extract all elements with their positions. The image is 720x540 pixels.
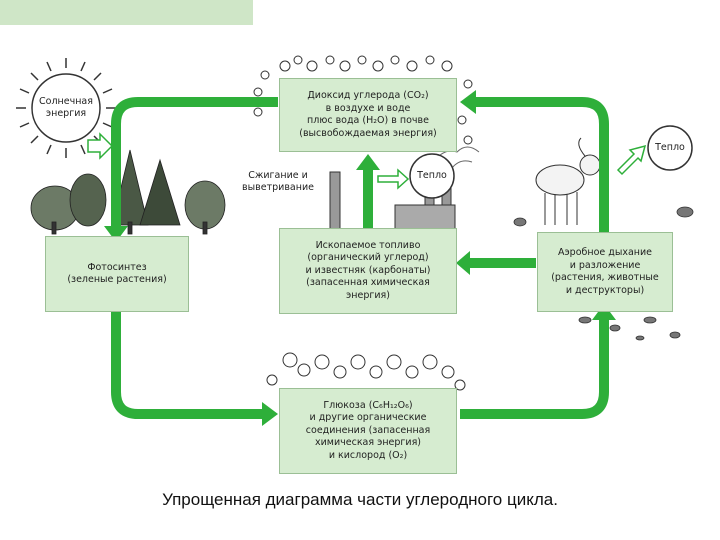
- photosynthesis-box: Фотосинтез (зеленые растения): [45, 236, 189, 312]
- glucose-line4: химическая энергия): [315, 437, 421, 449]
- respiration-line3: (растения, животные: [551, 272, 659, 283]
- co2-line4: (высвобождаемая энергия): [299, 127, 437, 139]
- cycle-arrows: [111, 97, 609, 419]
- glucose-line1: Глюкоза (C₆H₁₂O₆): [323, 399, 413, 411]
- sun-icon: [16, 58, 116, 158]
- diagram-caption: Упрощенная диаграмма части углеродного ц…: [162, 490, 558, 509]
- molecules-top-icon: [253, 55, 476, 145]
- glucose-box: Глюкоза (C₆H₁₂O₆) и другие органические …: [279, 388, 457, 474]
- header-bar: [0, 0, 253, 25]
- fossil-box: Ископаемое топливо (органический углерод…: [279, 228, 457, 314]
- co2-line3: плюс вода (H₂O) в почве: [307, 115, 429, 126]
- decomposers-icon: [513, 206, 694, 341]
- respiration-line4: и деструкторы): [565, 284, 645, 296]
- fossil-line5: энергия): [346, 289, 390, 301]
- trees-icon: [30, 149, 226, 235]
- molecules-bottom-icon: [266, 352, 466, 391]
- heat-right-arrow: [616, 144, 647, 176]
- sun-label: Солнечная энергия: [36, 96, 96, 120]
- co2-box: Диоксид углерода (CO₂) в воздухе и воде …: [279, 78, 457, 152]
- sun-label-line2: энергия: [45, 108, 87, 119]
- fossil-line3: и известняк (карбонаты): [305, 264, 431, 276]
- respiration-line2: и разложение: [569, 259, 641, 271]
- glucose-line5: и кислород (O₂): [328, 449, 408, 461]
- heat-center-arrow: [377, 168, 410, 190]
- sun-label-line1: Солнечная: [39, 96, 93, 107]
- fossil-line1: Ископаемое топливо: [315, 239, 421, 251]
- respiration-line1: Аэробное дыхание: [557, 247, 653, 258]
- co2-line2: в воздухе и воде: [325, 102, 411, 114]
- photosynthesis-line1: Фотосинтез: [87, 261, 147, 273]
- respiration-box: Аэробное дыхание и разложение (растения,…: [537, 232, 673, 312]
- photosynthesis-line2: (зеленые растения): [67, 274, 167, 285]
- combustion-label: Сжигание и выветривание: [232, 170, 324, 194]
- combustion-line2: выветривание: [242, 182, 314, 193]
- co2-line1: Диоксид углерода (CO₂): [307, 90, 429, 101]
- fossil-line4: (запасенная химическая: [306, 277, 430, 289]
- factory-icon: [329, 146, 480, 233]
- sun-energy-arrow: [87, 132, 114, 160]
- cycle-arrowheads: [104, 90, 616, 426]
- fossil-line2: (органический углерод): [307, 252, 429, 264]
- animal-icon: [535, 137, 601, 225]
- glucose-line3: соединения (запасенная: [305, 424, 431, 436]
- combustion-line1: Сжигание и: [248, 170, 308, 181]
- glucose-line2: и другие органические: [309, 412, 427, 424]
- heat-center-circle: [409, 153, 455, 199]
- heat-right-label: Тепло: [655, 142, 685, 153]
- heat-right-circle: [647, 125, 693, 171]
- heat-center-label: Тепло: [417, 170, 447, 181]
